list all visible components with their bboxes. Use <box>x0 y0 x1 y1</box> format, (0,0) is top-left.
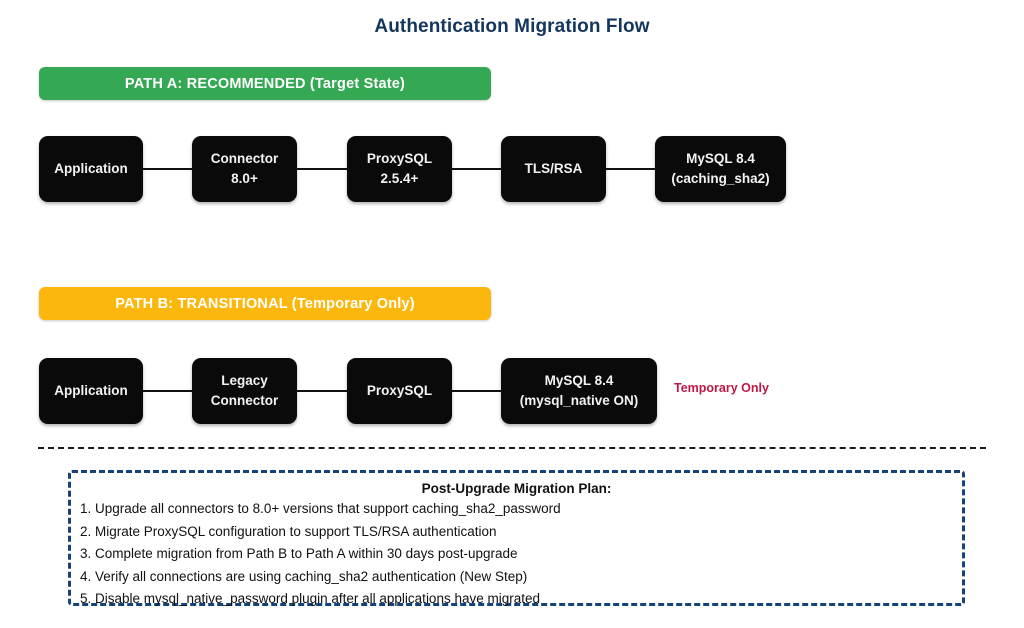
node-line-1: MySQL 8.4 <box>544 373 614 389</box>
plan-step: 4. Verify all connections are using cach… <box>80 568 528 584</box>
node-path-b-proxysql[interactable]: ProxySQL <box>347 358 452 424</box>
path-b-temporary-note: Temporary Only <box>674 381 769 395</box>
plan-step: 2. Migrate ProxySQL configuration to sup… <box>80 523 497 539</box>
path-a-edge-4 <box>606 168 655 170</box>
node-line-1: MySQL 8.4 <box>686 151 755 167</box>
path-b-edge-1 <box>143 390 192 392</box>
section-divider <box>38 447 986 449</box>
path-b-edge-3 <box>452 390 501 392</box>
node-line-2: 2.5.4+ <box>380 171 419 186</box>
node-path-a-mysql[interactable]: MySQL 8.4 (caching_sha2) <box>655 136 786 202</box>
plan-step: 5. Disable mysql_native_password plugin … <box>80 591 541 606</box>
node-line-2: 8.0+ <box>231 171 258 186</box>
node-line-1: Application <box>54 161 128 177</box>
node-line-1: ProxySQL <box>366 151 433 167</box>
node-path-a-application[interactable]: Application <box>39 136 143 202</box>
node-line-1: Application <box>54 383 128 399</box>
path-b-edge-2 <box>297 390 347 392</box>
node-line-2: (caching_sha2) <box>671 171 770 186</box>
node-line-1: TLS/RSA <box>524 161 583 177</box>
node-path-a-tls-rsa[interactable]: TLS/RSA <box>501 136 606 202</box>
path-b-banner-label: PATH B: TRANSITIONAL (Temporary Only) <box>115 295 415 312</box>
node-path-b-mysql[interactable]: MySQL 8.4 (mysql_native ON) <box>501 358 657 424</box>
migration-plan-heading: Post-Upgrade Migration Plan: <box>421 481 612 496</box>
node-line-2: Connector <box>210 393 279 408</box>
migration-plan-box <box>68 470 965 606</box>
node-path-a-proxysql[interactable]: ProxySQL 2.5.4+ <box>347 136 452 202</box>
plan-step: 1. Upgrade all connectors to 8.0+ versio… <box>80 501 561 516</box>
node-line-2: (mysql_native ON) <box>519 393 639 408</box>
path-a-edge-3 <box>452 168 501 170</box>
page-title: Authentication Migration Flow <box>374 16 650 37</box>
path-a-edge-1 <box>143 168 192 170</box>
path-a-banner-label: PATH A: RECOMMENDED (Target State) <box>124 75 406 92</box>
path-a-edge-2 <box>297 168 347 170</box>
node-path-b-legacy-connector[interactable]: Legacy Connector <box>192 358 297 424</box>
migration-plan-list: 1. Upgrade all connectors to 8.0+ versio… <box>80 498 940 611</box>
plan-step: 3. Complete migration from Path B to Pat… <box>80 546 518 561</box>
path-a-banner: PATH A: RECOMMENDED (Target State) <box>39 67 491 100</box>
node-path-a-connector[interactable]: Connector 8.0+ <box>192 136 297 202</box>
node-line-1: Connector <box>210 151 279 167</box>
node-line-1: ProxySQL <box>366 383 433 399</box>
path-b-banner: PATH B: TRANSITIONAL (Temporary Only) <box>39 287 491 320</box>
node-path-b-application[interactable]: Application <box>39 358 143 424</box>
node-line-1: Legacy <box>221 373 268 389</box>
